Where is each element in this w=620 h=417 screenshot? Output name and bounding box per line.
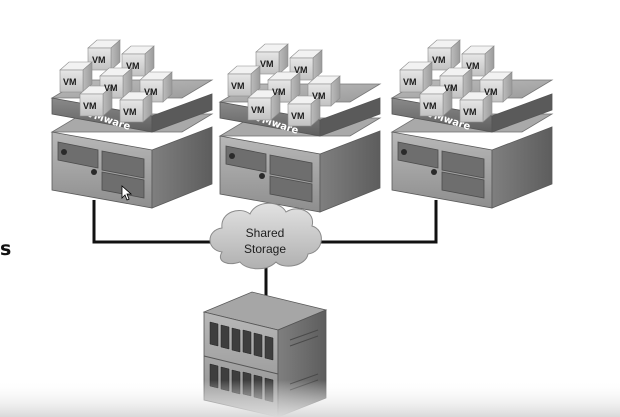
esxi-host-2: VMware VM VM VM VM VM VM VM bbox=[218, 43, 382, 213]
vm-label: VM bbox=[63, 77, 77, 87]
left-edge-fragment: s bbox=[0, 238, 11, 260]
vm-label: VM bbox=[272, 87, 286, 97]
storage-label-line1: Shared bbox=[246, 226, 285, 240]
vm-label: VM bbox=[126, 61, 140, 71]
vm-label: VM bbox=[484, 87, 498, 97]
link-host-3 bbox=[266, 200, 438, 244]
vm-label: VM bbox=[104, 83, 118, 93]
esxi-host-3: VMware VM VM VM VM VM VM VM bbox=[390, 39, 554, 209]
vm-label: VM bbox=[403, 77, 417, 87]
vm-labels: VM VM VM VM VM VM VM bbox=[63, 55, 158, 117]
vm-label: VM bbox=[423, 101, 437, 111]
vm-label: VM bbox=[144, 87, 158, 97]
shared-storage-cloud: Shared Storage bbox=[209, 202, 322, 270]
cursor-icon bbox=[121, 185, 133, 201]
bottom-fade bbox=[0, 380, 620, 417]
vm-label: VM bbox=[92, 55, 106, 65]
vm-label: VM bbox=[294, 65, 308, 75]
vm-label: VM bbox=[123, 107, 137, 117]
vm-label: VM bbox=[312, 91, 326, 101]
vm-label: VM bbox=[231, 81, 245, 91]
vm-label: VM bbox=[291, 111, 305, 121]
vm-label: VM bbox=[260, 59, 274, 69]
esxi-host-1: VMware VM VM VM VM VM VM VM bbox=[50, 39, 214, 209]
vm-labels: VM VM VM VM VM VM VM bbox=[231, 59, 326, 121]
vm-label: VM bbox=[83, 101, 97, 111]
link-host-1 bbox=[92, 200, 266, 244]
vm-label: VM bbox=[466, 61, 480, 71]
vm-label: VM bbox=[444, 83, 458, 93]
storage-label-line2: Storage bbox=[244, 242, 286, 256]
vm-labels: VM VM VM VM VM VM VM bbox=[403, 55, 498, 117]
vm-label: VM bbox=[463, 107, 477, 117]
vm-label: VM bbox=[251, 105, 265, 115]
vm-label: VM bbox=[432, 55, 446, 65]
